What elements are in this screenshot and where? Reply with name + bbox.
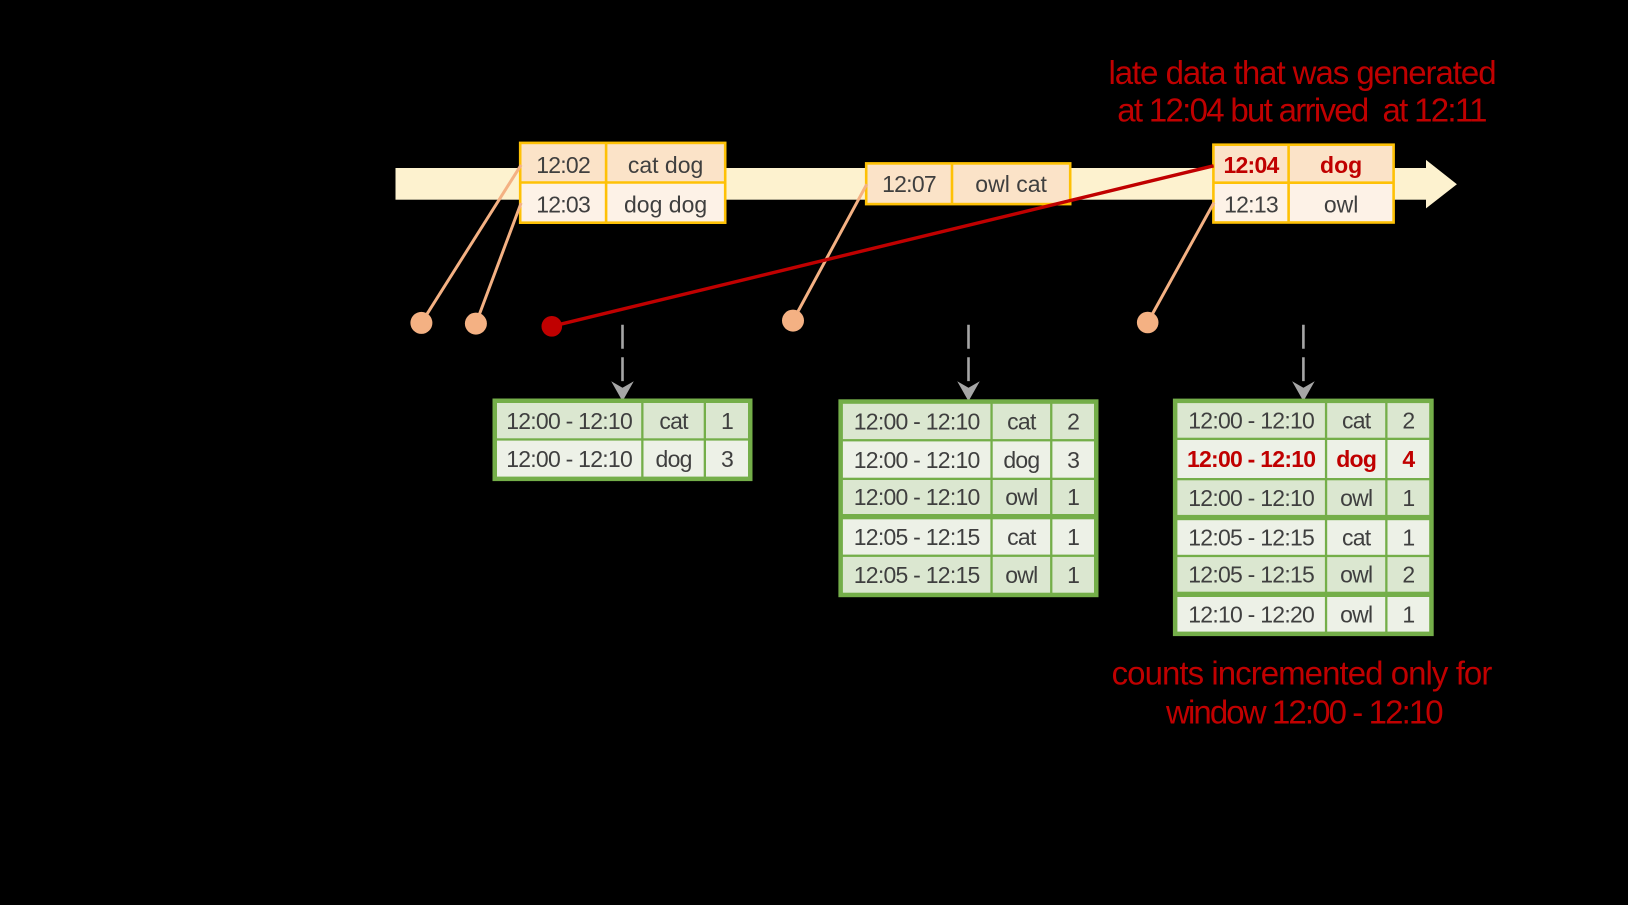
svg-text:owl: owl: [1340, 602, 1372, 628]
svg-text:12:05 - 12:15: 12:05 - 12:15: [1188, 562, 1314, 588]
svg-text:12:05 - 12:15: 12:05 - 12:15: [854, 562, 980, 588]
svg-text:dog: dog: [1003, 447, 1039, 473]
svg-text:1: 1: [1402, 485, 1414, 511]
svg-text:dog: dog: [1320, 152, 1362, 178]
svg-text:owl cat: owl cat: [975, 171, 1047, 197]
svg-text:2: 2: [1402, 562, 1414, 588]
svg-text:12:00 - 12:10: 12:00 - 12:10: [506, 408, 632, 434]
svg-text:window 12:00 - 12:10: window 12:00 - 12:10: [1165, 694, 1443, 731]
svg-text:12:02: 12:02: [536, 152, 590, 178]
svg-text:owl: owl: [1005, 484, 1037, 510]
svg-text:late data that was generated: late data that was generated: [1108, 54, 1495, 91]
svg-text:dog: dog: [1336, 446, 1376, 472]
svg-text:cat: cat: [1007, 524, 1037, 550]
svg-text:12:03: 12:03: [536, 191, 590, 217]
svg-text:12:00 - 12:10: 12:00 - 12:10: [1188, 485, 1314, 511]
svg-text:12:10 - 12:20: 12:10 - 12:20: [1188, 602, 1314, 628]
svg-text:dog: dog: [656, 446, 692, 472]
svg-text:owl: owl: [1324, 191, 1359, 217]
svg-text:owl: owl: [1005, 562, 1037, 588]
svg-text:12:00 - 12:10: 12:00 - 12:10: [506, 446, 632, 472]
svg-text:2: 2: [1402, 408, 1414, 434]
svg-text:1: 1: [1402, 602, 1414, 628]
svg-text:12:00 - 12:10: 12:00 - 12:10: [854, 409, 980, 435]
svg-text:1: 1: [1067, 524, 1079, 550]
svg-text:cat dog: cat dog: [628, 152, 703, 178]
svg-text:1: 1: [1067, 562, 1079, 588]
svg-text:4: 4: [1402, 446, 1415, 472]
svg-text:at 12:04 but arrived at 12:11: at 12:04 but arrived at 12:11: [1117, 92, 1486, 129]
svg-text:12:00 - 12:10: 12:00 - 12:10: [854, 484, 980, 510]
svg-text:12:00 - 12:10: 12:00 - 12:10: [854, 447, 980, 473]
svg-text:owl: owl: [1340, 485, 1372, 511]
svg-text:1: 1: [721, 408, 733, 434]
svg-text:12:00 - 12:10: 12:00 - 12:10: [1187, 446, 1315, 472]
svg-text:1: 1: [1067, 484, 1079, 510]
svg-text:12:05 - 12:15: 12:05 - 12:15: [854, 524, 980, 550]
svg-text:cat: cat: [1342, 408, 1372, 434]
svg-text:12:05 - 12:15: 12:05 - 12:15: [1188, 525, 1314, 551]
svg-text:2: 2: [1067, 409, 1079, 435]
svg-text:owl: owl: [1340, 562, 1372, 588]
svg-text:3: 3: [721, 446, 733, 472]
svg-text:cat: cat: [659, 408, 689, 434]
svg-text:3: 3: [1067, 447, 1079, 473]
svg-text:12:07: 12:07: [882, 171, 936, 197]
svg-text:12:00 - 12:10: 12:00 - 12:10: [1188, 408, 1314, 434]
svg-text:cat: cat: [1342, 525, 1372, 551]
svg-text:1: 1: [1402, 525, 1414, 551]
svg-text:dog dog: dog dog: [624, 191, 707, 217]
svg-text:12:13: 12:13: [1224, 191, 1278, 217]
svg-text:cat: cat: [1007, 409, 1037, 435]
svg-text:12:04: 12:04: [1223, 152, 1279, 178]
svg-text:counts incremented only for: counts incremented only for: [1112, 654, 1493, 691]
